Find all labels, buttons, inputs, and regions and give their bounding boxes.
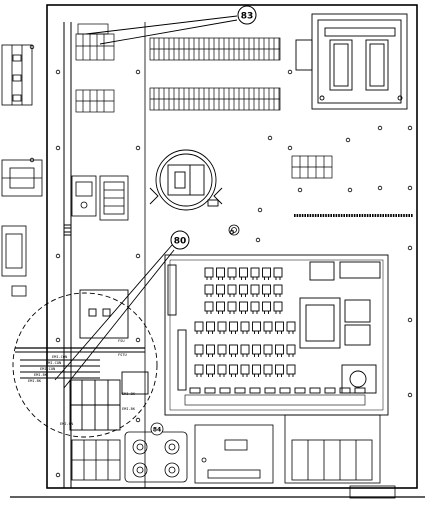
left-edge-components	[1, 44, 43, 297]
wire-label: EMI-CN	[60, 422, 73, 426]
mounting-holes	[29, 44, 413, 478]
connector-module	[295, 13, 408, 110]
wire-label: EMI-CON	[40, 367, 55, 371]
callout-84-label: 84	[153, 427, 161, 434]
wire-label: EMI-BK	[122, 392, 136, 396]
terminal-strip-lower-right	[149, 87, 281, 111]
right-relay-group	[291, 155, 333, 179]
bottom-components	[71, 414, 381, 484]
relay-block	[71, 175, 129, 221]
panel-frame	[10, 4, 425, 499]
callout-80: 80	[170, 230, 190, 250]
leader-lines	[54, 15, 238, 389]
wire-label: EMI-CON	[52, 355, 67, 359]
wire-label: EMI-BK	[34, 373, 48, 377]
main-circuit-board	[164, 254, 389, 416]
callout-83: 83	[237, 5, 257, 25]
wire-label: EMI-BK	[122, 407, 136, 411]
terminal-label: FSTU	[118, 353, 127, 357]
callout-84: 84	[150, 422, 164, 436]
detail-circle	[12, 289, 158, 438]
dotted-connector-row	[294, 214, 413, 217]
wire-label: EMI-CON	[46, 361, 61, 365]
round-battery-holder	[149, 149, 223, 211]
terminal-label: FSU	[118, 339, 125, 343]
wire-label: EMI-BK	[28, 379, 42, 383]
mounting-rail	[63, 22, 146, 488]
wire-labels: EMI-CON EMI-CON EMI-CON EMI-BK EMI-BK EM…	[28, 339, 136, 426]
terminal-strip-upper-right	[149, 37, 281, 61]
top-terminal-block-left	[75, 23, 115, 61]
callout-80-label: 80	[174, 237, 187, 247]
callout-83-label: 83	[241, 12, 254, 22]
top-terminal-block-2	[75, 89, 115, 113]
